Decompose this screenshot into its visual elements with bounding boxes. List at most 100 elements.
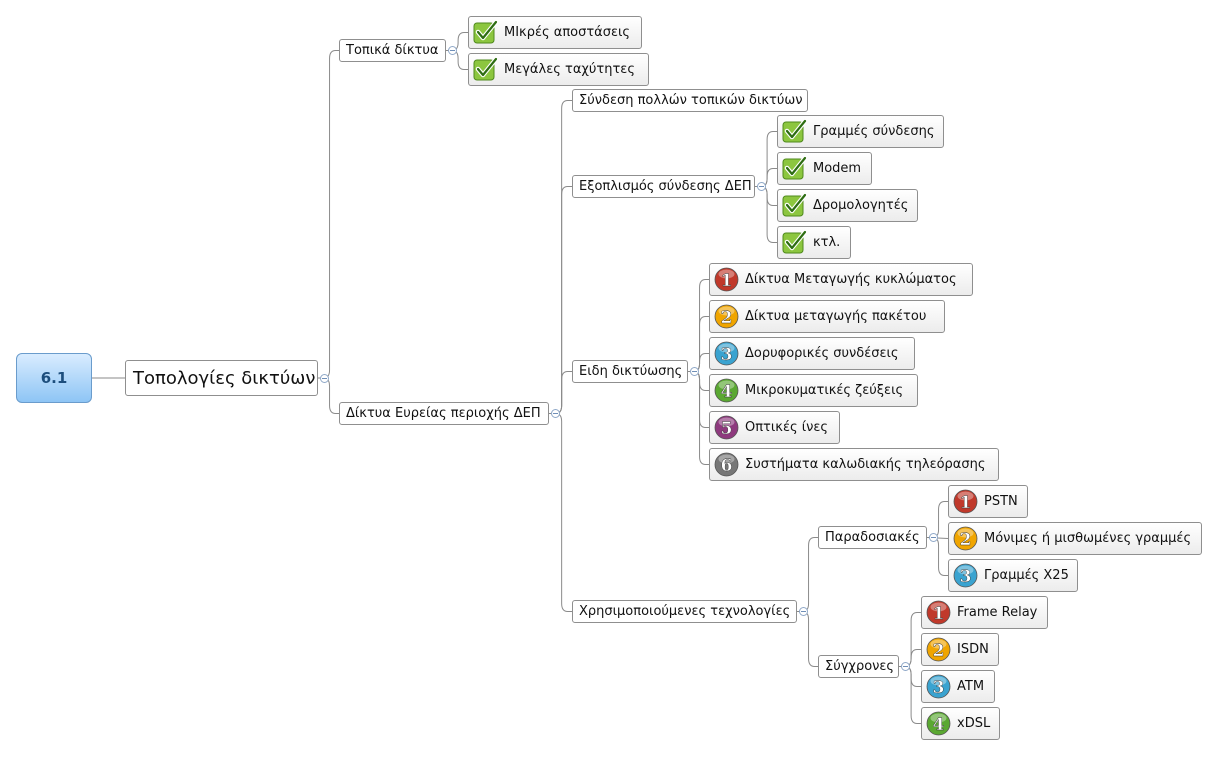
priority-1-icon: 1 xyxy=(953,489,978,514)
check-icon xyxy=(473,57,498,82)
leaf-label: Μικροκυματικές ζεύξεις xyxy=(745,383,904,398)
priority-4-icon: 4 xyxy=(714,378,739,403)
svg-text:2: 2 xyxy=(960,530,972,550)
connector-line xyxy=(549,186,572,414)
connector-line xyxy=(549,413,572,612)
leaf-label: κτλ. xyxy=(813,235,841,250)
leaf-label: ISDN xyxy=(957,642,989,657)
check-icon xyxy=(782,156,807,181)
topic-label: Δίκτυα Ευρείας περιοχής ΔΕΠ xyxy=(346,406,541,421)
svg-text:4: 4 xyxy=(933,715,945,735)
connector-line xyxy=(688,371,709,465)
svg-text:5: 5 xyxy=(721,419,733,439)
leaf-packet-switching[interactable]: 2 Δίκτυα μεταγωγής πακέτου xyxy=(709,300,945,333)
svg-text:3: 3 xyxy=(721,345,733,365)
leaf-label: Οπτικές ίνες xyxy=(745,420,829,435)
leaf-lines[interactable]: Γραμμές σύνδεσης xyxy=(777,115,944,148)
leaf-label: Δίκτυα Μεταγωγής κυκλώματος xyxy=(745,272,957,287)
connector-line xyxy=(927,501,948,538)
connector-line xyxy=(688,279,709,372)
leaf-microwave[interactable]: 4 Μικροκυματικές ζεύξεις xyxy=(709,374,918,407)
priority-2-icon: 2 xyxy=(714,304,739,329)
topic-technologies[interactable]: Χρησιμοποιούμενες τεχνολογίες xyxy=(572,600,797,623)
leaf-label: ATM xyxy=(957,679,985,694)
leaf-cable-tv[interactable]: 6 Συστήματα καλωδιακής τηλεόρασης xyxy=(709,448,999,481)
topic-wan[interactable]: Δίκτυα Ευρείας περιοχής ΔΕΠ xyxy=(339,402,549,425)
leaf-isdn[interactable]: 2 ISDN xyxy=(921,633,999,666)
connector-line xyxy=(899,666,921,724)
svg-text:3: 3 xyxy=(960,567,972,587)
leaf-xdsl[interactable]: 4 xDSL xyxy=(921,707,1000,740)
collapse-toggle[interactable] xyxy=(799,607,808,616)
connector-line xyxy=(899,612,921,667)
check-icon xyxy=(473,20,498,45)
priority-4-icon: 4 xyxy=(926,711,951,736)
svg-text:1: 1 xyxy=(960,493,972,513)
topic-lan-interconnection[interactable]: Σύνδεση πολλών τοπικών δικτύων xyxy=(572,89,808,112)
priority-6-icon: 6 xyxy=(714,452,739,477)
collapse-toggle[interactable] xyxy=(757,182,766,191)
connector-line xyxy=(797,537,818,612)
topic-label: Τοπικά δίκτυα xyxy=(346,43,439,58)
connector-line xyxy=(755,131,777,187)
leaf-high-speeds[interactable]: Μεγάλες ταχύτητες xyxy=(468,53,649,86)
topic-local-networks[interactable]: Τοπικά δίκτυα xyxy=(339,39,446,62)
leaf-short-distances[interactable]: ΜΙκρές αποστάσεις xyxy=(468,16,642,49)
topic-label: Σύνδεση πολλών τοπικών δικτύων xyxy=(579,93,803,108)
leaf-atm[interactable]: 3 ATM xyxy=(921,670,995,703)
collapse-toggle[interactable] xyxy=(901,662,910,671)
leaf-circuit-switching[interactable]: 1 Δίκτυα Μεταγωγής κυκλώματος xyxy=(709,263,973,296)
leaf-pstn[interactable]: 1 PSTN xyxy=(948,485,1028,518)
connector-line xyxy=(549,100,572,414)
collapse-toggle[interactable] xyxy=(320,373,329,383)
priority-5-icon: 5 xyxy=(714,415,739,440)
topic-network-types[interactable]: Ειδη δικτύωσης xyxy=(572,360,688,383)
leaf-label: Δρομολογητές xyxy=(813,198,909,213)
svg-text:3: 3 xyxy=(933,678,945,698)
priority-3-icon: 3 xyxy=(714,341,739,366)
leaf-label: Συστήματα καλωδιακής τηλεόρασης xyxy=(745,457,986,472)
priority-1-icon: 1 xyxy=(714,267,739,292)
central-topic[interactable]: Τοπολογίες δικτύων xyxy=(125,360,318,396)
leaf-label: Γραμμές Χ25 xyxy=(984,568,1069,583)
leaf-x25[interactable]: 3 Γραμμές Χ25 xyxy=(948,559,1078,592)
svg-text:2: 2 xyxy=(721,308,733,328)
priority-3-icon: 3 xyxy=(953,563,978,588)
root-label: 6.1 xyxy=(40,369,68,387)
priority-3-icon: 3 xyxy=(926,674,951,699)
leaf-modem[interactable]: Modem xyxy=(777,152,872,185)
leaf-routers[interactable]: Δρομολογητές xyxy=(777,189,918,222)
collapse-toggle[interactable] xyxy=(551,409,560,418)
connector-line xyxy=(318,377,339,414)
svg-text:1: 1 xyxy=(933,604,945,624)
leaf-label: xDSL xyxy=(957,716,991,731)
connector-line xyxy=(688,316,709,372)
leaf-label: Γραμμές σύνδεσης xyxy=(813,124,935,139)
collapse-toggle[interactable] xyxy=(448,46,457,55)
topic-traditional[interactable]: Παραδοσιακές xyxy=(818,526,927,549)
leaf-etc[interactable]: κτλ. xyxy=(777,226,851,259)
topic-label: Χρησιμοποιούμενες τεχνολογίες xyxy=(579,604,791,619)
check-icon xyxy=(782,193,807,218)
leaf-label: Frame Relay xyxy=(957,605,1038,620)
leaf-optical-fiber[interactable]: 5 Οπτικές ίνες xyxy=(709,411,840,444)
svg-text:2: 2 xyxy=(933,641,945,661)
topic-modern[interactable]: Σύγχρονες xyxy=(818,655,899,678)
priority-1-icon: 1 xyxy=(926,600,951,625)
connector-line xyxy=(797,611,818,667)
check-icon xyxy=(782,119,807,144)
leaf-label: Δίκτυα μεταγωγής πακέτου xyxy=(745,309,927,324)
topic-wan-equipment[interactable]: Εξοπλισμός σύνδεσης ΔΕΠ xyxy=(572,175,755,198)
priority-2-icon: 2 xyxy=(926,637,951,662)
leaf-label: ΜΙκρές αποστάσεις xyxy=(504,25,631,40)
leaf-frame-relay[interactable]: 1 Frame Relay xyxy=(921,596,1048,629)
collapse-toggle[interactable] xyxy=(690,367,699,376)
check-icon xyxy=(782,230,807,255)
svg-text:1: 1 xyxy=(721,271,733,291)
leaf-label: PSTN xyxy=(984,494,1018,509)
root-topic[interactable]: 6.1 xyxy=(16,353,92,403)
collapse-toggle[interactable] xyxy=(929,533,938,542)
topic-label: Εξοπλισμός σύνδεσης ΔΕΠ xyxy=(579,179,752,194)
